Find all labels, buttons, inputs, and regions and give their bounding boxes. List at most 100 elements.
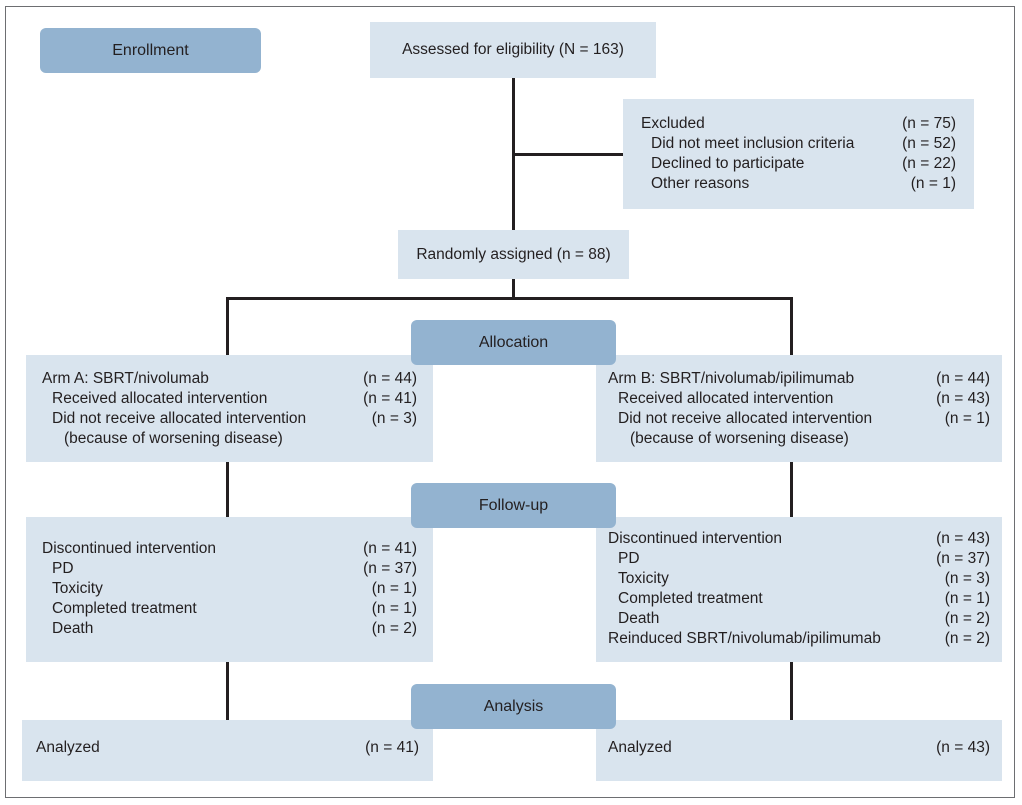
- arm-a-analysis-count: (n = 41): [365, 739, 419, 756]
- arm-a-followup-count: (n = 1): [371, 580, 417, 597]
- arm-b-followup-row: Death (n = 2): [608, 609, 990, 629]
- stage-followup: Follow-up: [411, 483, 616, 528]
- excluded-label: Declined to participate: [651, 155, 805, 172]
- arm-a-followup-row: Toxicity (n = 1): [42, 579, 417, 599]
- arm-a-not-received-label: Did not receive allocated intervention: [52, 410, 307, 427]
- arm-a-reason: (because of worsening disease): [64, 430, 283, 447]
- arm-a-received-count: (n = 41): [363, 390, 417, 407]
- excluded-label: Excluded: [641, 115, 705, 132]
- arm-b-analysis-box: Analyzed (n = 43): [596, 720, 1002, 781]
- excluded-count: (n = 75): [902, 115, 956, 132]
- stage-followup-label: Follow-up: [478, 496, 549, 514]
- arm-a-followup-row: Death (n = 2): [42, 619, 417, 639]
- excluded-label: Other reasons: [651, 175, 750, 192]
- arm-b-analysis-count: (n = 43): [936, 739, 990, 756]
- figure-frame: [5, 6, 1015, 798]
- arm-b-allocation-box: Arm B: SBRT/nivolumab/ipilimumab (n = 44)…: [596, 355, 1002, 462]
- excluded-box: Excluded (n = 75) Did not meet inclusion …: [623, 99, 974, 209]
- assessed-box: Assessed for eligibility (N = 163): [370, 22, 656, 78]
- arm-b-reason: (because of worsening disease): [630, 430, 849, 447]
- arm-a-followup-label: PD: [52, 560, 74, 577]
- connector-random-down: [512, 279, 515, 299]
- connector-split: [226, 297, 793, 300]
- arm-a-received-row: Received allocated intervention (n = 41): [42, 389, 417, 409]
- arm-b-followup-label: PD: [618, 550, 640, 567]
- arm-a-followup-count: (n = 2): [371, 620, 417, 637]
- assessed-label: Assessed for eligibility (N = 163): [402, 41, 624, 58]
- excluded-count: (n = 22): [902, 155, 956, 172]
- arm-a-analysis-row: Analyzed (n = 41): [36, 738, 419, 758]
- arm-a-followup-label: Discontinued intervention: [42, 540, 217, 557]
- arm-b-followup-count: (n = 3): [944, 570, 990, 587]
- arm-b-title-count: (n = 44): [936, 370, 990, 387]
- excluded-row: Declined to participate (n = 22): [641, 154, 956, 174]
- connector-arm-b-1: [790, 297, 793, 355]
- arm-b-followup-count: (n = 2): [944, 630, 990, 647]
- arm-a-followup-label: Completed treatment: [52, 600, 197, 617]
- arm-b-received-count: (n = 43): [936, 390, 990, 407]
- arm-a-received-label: Received allocated intervention: [52, 390, 268, 407]
- arm-b-title: Arm B: SBRT/nivolumab/ipilimumab: [608, 370, 855, 387]
- arm-a-followup-row: Completed treatment (n = 1): [42, 599, 417, 619]
- arm-b-followup-row: PD(n = 37): [608, 549, 990, 569]
- arm-b-followup-count: (n = 43): [936, 530, 990, 547]
- excluded-count: (n = 52): [902, 135, 956, 152]
- arm-b-analysis-row: Analyzed (n = 43): [608, 738, 990, 758]
- arm-a-followup-box: Discontinued intervention (n = 41) PD (n =…: [26, 517, 433, 662]
- arm-b-followup-label: Discontinued intervention: [608, 530, 783, 547]
- arm-a-followup-count: (n = 41): [363, 540, 417, 557]
- connector-excluded: [514, 153, 624, 156]
- arm-b-followup-row: Completed treatment (n = 1): [608, 589, 990, 609]
- arm-a-followup-label: Toxicity: [52, 580, 103, 597]
- arm-a-followup-count: (n = 1): [371, 600, 417, 617]
- connector-arm-a-1: [226, 297, 229, 355]
- arm-a-followup-count: (n = 37): [363, 560, 417, 577]
- excluded-row: Did not meet inclusion criteria (n = 52): [641, 134, 956, 154]
- arm-a-not-received-count: (n = 3): [371, 410, 417, 427]
- connector-arm-b-3: [790, 662, 793, 720]
- arm-b-followup-row: Discontinued intervention (n = 43): [608, 529, 990, 549]
- arm-b-followup-label: Reinduced SBRT/nivolumab/ipilimumab: [608, 630, 881, 647]
- randomized-label: Randomly assigned (n = 88): [416, 245, 611, 263]
- arm-b-followup-label: Toxicity: [618, 570, 669, 587]
- arm-b-title-row: Arm B: SBRT/nivolumab/ipilimumab (n = 44): [608, 369, 990, 389]
- stage-analysis-label: Analysis: [483, 697, 544, 715]
- arm-a-analysis-box: Analyzed (n = 41): [22, 720, 433, 781]
- arm-a-followup-row: PD (n = 37): [42, 559, 417, 579]
- arm-b-followup-count: (n = 1): [944, 590, 990, 607]
- connector-trunk-top: [512, 78, 515, 230]
- arm-b-followup-label: Death: [618, 610, 660, 627]
- connector-arm-a-2: [226, 462, 229, 517]
- arm-a-not-received-row: Did not receive allocated intervention (n…: [42, 409, 417, 429]
- arm-b-followup-box: Discontinued intervention(n = 43) PD(n =…: [596, 517, 1002, 662]
- stage-enrollment-label: Enrollment: [112, 41, 189, 59]
- arm-b-followup-row: Reinduced SBRT/nivolumab/ipilimumab (n = …: [608, 629, 990, 649]
- stage-allocation: Allocation: [411, 320, 616, 365]
- stage-enrollment: Enrollment: [40, 28, 261, 73]
- arm-a-allocation-box: Arm A: SBRT/nivolumab (n = 44) Received a…: [26, 355, 433, 462]
- excluded-row: Other reasons (n = 1): [641, 174, 956, 194]
- arm-b-not-received-count: (n = 1): [944, 410, 990, 427]
- arm-a-analysis-label: Analyzed: [36, 739, 100, 756]
- arm-b-received-label: Received allocated intervention: [618, 390, 834, 407]
- connector-arm-a-3: [226, 662, 229, 720]
- arm-a-title: Arm A: SBRT/nivolumab: [42, 370, 209, 387]
- excluded-label: Did not meet inclusion criteria: [651, 135, 855, 152]
- connector-arm-b-2: [790, 462, 793, 517]
- arm-a-title-count: (n = 44): [363, 370, 417, 387]
- stage-allocation-label: Allocation: [478, 333, 549, 351]
- arm-b-followup-row: Toxicity (n = 3): [608, 569, 990, 589]
- arm-a-followup-row: Discontinued intervention (n = 41): [42, 539, 417, 559]
- arm-b-followup-count: (n = 2): [944, 610, 990, 627]
- arm-a-followup-label: Death: [52, 620, 94, 637]
- arm-b-not-received-row: Did not receive allocated intervention (n…: [608, 409, 990, 429]
- stage-analysis: Analysis: [411, 684, 616, 729]
- randomized-box: Randomly assigned (n = 88): [398, 230, 629, 279]
- arm-a-title-row: Arm A: SBRT/nivolumab (n = 44): [42, 369, 417, 389]
- excluded-count: (n = 1): [910, 175, 956, 192]
- arm-b-followup-label: Completed treatment: [618, 590, 763, 607]
- arm-b-received-row: Received allocated intervention (n = 43): [608, 389, 990, 409]
- arm-b-not-received-label: Did not receive allocated intervention: [618, 410, 873, 427]
- excluded-row: Excluded (n = 75): [641, 114, 956, 134]
- arm-b-analysis-label: Analyzed: [608, 739, 672, 756]
